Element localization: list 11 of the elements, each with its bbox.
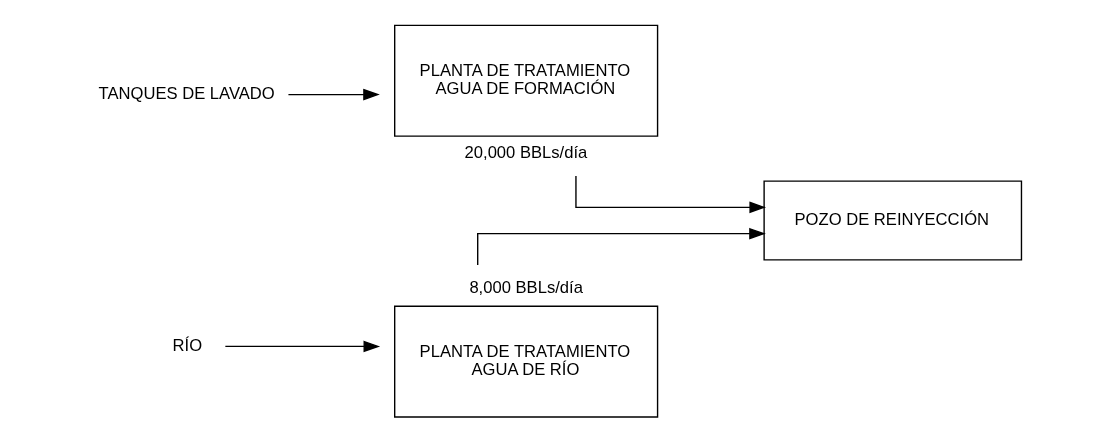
- node-label: 8,000 BBLs/día: [469, 278, 583, 298]
- node-box: PLANTA DE TRATAMIENTO AGUA DE RÍO: [394, 305, 659, 418]
- node-box: POZO DE REINYECCIÓN: [763, 180, 1023, 261]
- node-box: PLANTA DE TRATAMIENTO AGUA DE FORMACIÓN: [394, 24, 659, 137]
- arrow: [575, 175, 766, 214]
- node-text: TANQUES DE LAVADO: [98, 83, 275, 103]
- arrow: [287, 88, 380, 101]
- arrow: [477, 227, 766, 266]
- node-text: RÍO: [172, 335, 203, 355]
- node-label: 20,000 BBLs/día: [464, 142, 588, 162]
- arrow: [224, 340, 381, 353]
